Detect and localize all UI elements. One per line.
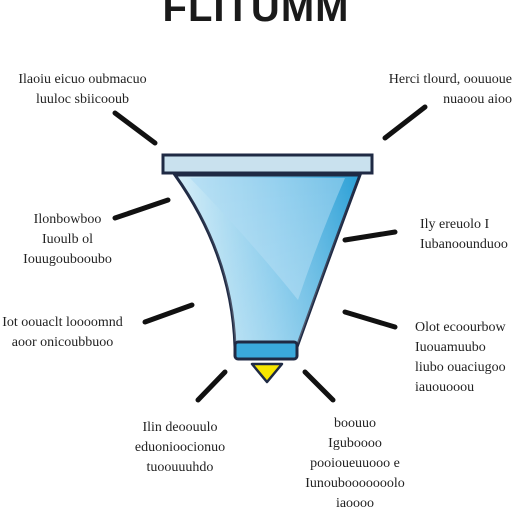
diagram-title: FLITUMM <box>162 0 350 30</box>
label-bottom-left-line-3: tuoouuuhdo <box>146 460 214 475</box>
label-mid-upper-left-line-3: Iouugoubooubo <box>23 252 112 267</box>
ray-mid-upper-left <box>112 197 171 221</box>
label-bottom-left-line-2: eduonioocionuo <box>134 440 226 455</box>
ray-mid-upper-right <box>342 229 398 243</box>
ray-bottom-left <box>195 369 228 403</box>
ray-lines <box>112 104 428 403</box>
label-top-left-line-1: Ilaoiu eicuo oubmacuo <box>18 72 147 87</box>
label-mid-upper-right-line-1: Ily ereuolo I <box>420 217 490 232</box>
label-bottom-right-line-5: iaoooo <box>335 496 375 511</box>
label-bottom-right-line-2: Iguboooo <box>328 436 382 451</box>
label-mid-lower-right-line-1: Olot ecoourbow <box>415 320 506 335</box>
label-mid-upper-right-line-2: Iubanoounduoo <box>420 237 508 252</box>
label-top-right-line-2: nuaoou aioo <box>443 92 512 107</box>
label-bottom-left: Ilin deoouulo eduonioocionuo tuoouuuhdo <box>110 418 250 478</box>
label-mid-lower-right-line-2: Iuouamuubo <box>415 340 486 355</box>
label-top-right-line-1: Herci tlourd, oouuoue <box>388 72 512 87</box>
ray-top-right <box>382 104 428 141</box>
label-mid-lower-right-line-4: iauouooou <box>415 380 475 395</box>
funnel-shade <box>175 175 360 347</box>
funnel-tip <box>250 362 284 384</box>
label-mid-lower-right-line-3: liubo ouaciugoo <box>415 360 506 375</box>
ray-top-left <box>112 110 158 146</box>
label-mid-upper-left-line-1: Ilonbowboo <box>33 212 102 227</box>
label-mid-lower-right: Olot ecoourbow Iuouamuubo liubo ouaciugo… <box>415 318 512 398</box>
label-mid-upper-left-line-2: Iuoulb ol <box>42 232 93 247</box>
label-top-right: Herci tlourd, oouuoue nuaoou aioo <box>300 70 512 110</box>
label-top-left: Ilaoiu eicuo oubmacuo luuloc sbiicooub <box>0 70 165 110</box>
label-bottom-right-line-4: Iunoubooooooolo <box>305 476 405 491</box>
label-bottom-right-line-3: pooioueuuooo e <box>310 456 400 471</box>
label-mid-lower-left-line-2: aoor onicoubbuoo <box>11 335 114 350</box>
ray-bottom-right <box>302 369 336 403</box>
label-mid-upper-right: Ily ereuolo I Iubanoounduoo <box>420 215 512 255</box>
ray-mid-lower-left <box>142 302 195 325</box>
label-mid-lower-left: Iot oouaclt loooomnd aoor onicoubbuoo <box>0 313 125 353</box>
label-bottom-left-line-1: Ilin deoouulo <box>142 420 218 435</box>
label-mid-lower-left-line-1: Iot oouaclt loooomnd <box>2 315 123 330</box>
label-bottom-right: boouuo Iguboooo pooioueuuooo e Iunoubooo… <box>285 414 425 512</box>
label-top-left-line-2: luuloc sbiicooub <box>36 92 129 107</box>
label-mid-upper-left: Ilonbowboo Iuoulb ol Iouugoubooubo <box>0 210 135 270</box>
funnel-rim <box>161 153 374 175</box>
label-bottom-right-line-1: boouuo <box>334 416 376 431</box>
ray-mid-lower-right <box>342 309 398 330</box>
funnel-neck-band <box>233 340 299 361</box>
